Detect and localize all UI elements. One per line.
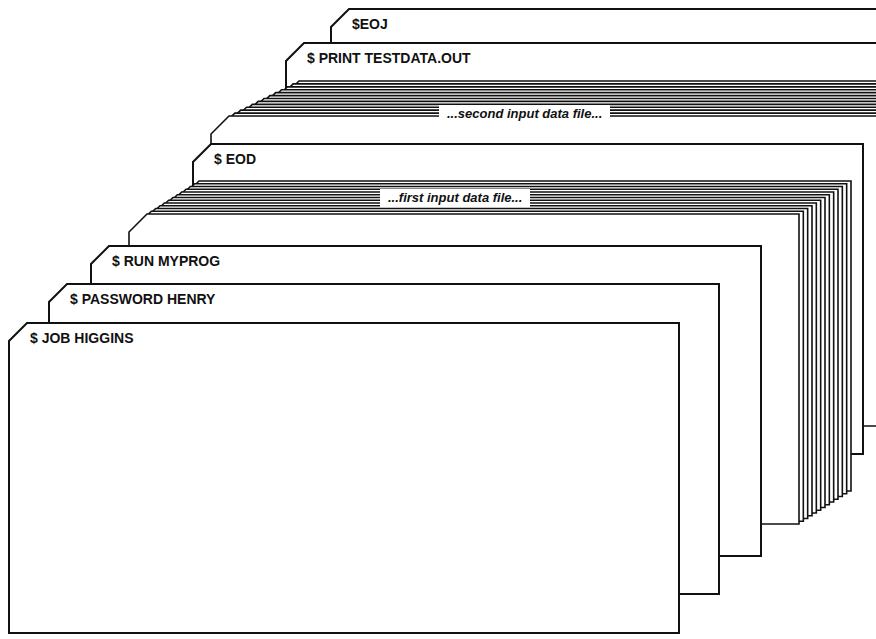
stack-label: ...second input data file... [439, 105, 610, 123]
card-label: $ EOD [214, 151, 256, 167]
card-outline [229, 107, 876, 417]
card-outline [91, 246, 761, 556]
card-outline [9, 323, 679, 633]
card-outline [234, 104, 876, 414]
card-drawing [8, 322, 680, 634]
card-outline [133, 211, 803, 521]
card-outline [49, 284, 719, 594]
card-label: $ PASSWORD HENRY [70, 291, 215, 307]
card-outline [146, 203, 816, 513]
card-outline [223, 110, 876, 420]
stack-label: ...first input data file... [380, 189, 530, 207]
card-outline [331, 9, 876, 319]
card-outline [240, 101, 876, 411]
card-outline [211, 116, 876, 426]
control-card: $ JOB HIGGINS [8, 322, 680, 634]
card-outline [193, 144, 863, 454]
card-label: $EOJ [352, 16, 388, 32]
card-outline [217, 113, 876, 423]
card-label: $ JOB HIGGINS [30, 330, 133, 346]
card-outline [138, 209, 808, 519]
card-outline [142, 206, 812, 516]
card-outline [246, 99, 876, 409]
card-outline [129, 214, 799, 524]
card-outline [151, 200, 821, 510]
card-outline [286, 43, 876, 353]
card-label: $ RUN MYPROG [112, 253, 220, 269]
card-label: $ PRINT TESTDATA.OUT [307, 50, 471, 66]
